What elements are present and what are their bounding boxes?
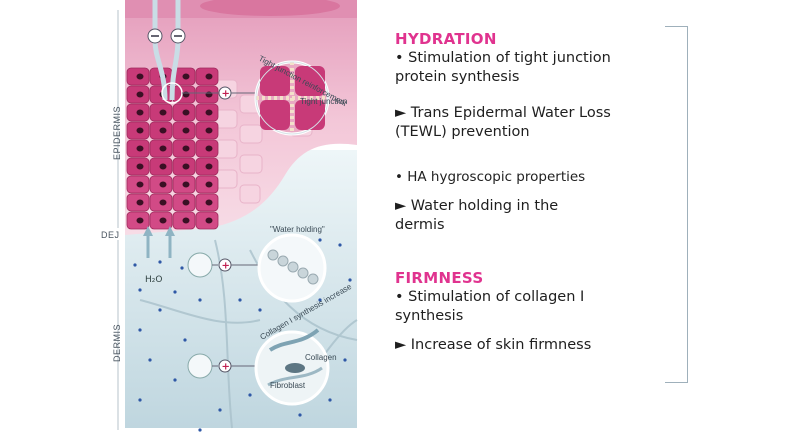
water-molecule-dot xyxy=(138,398,142,402)
hydration-line: protein synthesis xyxy=(395,69,520,85)
svg-text:+: + xyxy=(222,89,230,100)
hydration-line: • HA hygroscopic properties xyxy=(395,169,586,185)
cell-nucleus xyxy=(136,109,144,116)
hydration-line: ► Trans Epidermal Water Loss xyxy=(395,105,611,121)
cell-nucleus xyxy=(182,127,190,134)
cell-nucleus xyxy=(205,145,213,152)
water-arrows xyxy=(146,232,172,258)
collagen-zoom xyxy=(254,328,330,406)
water-molecule-dot xyxy=(148,358,152,362)
water-molecule-dot xyxy=(158,308,162,312)
cell-nucleus xyxy=(159,163,167,170)
h2o-label: H₂O xyxy=(145,275,162,285)
cell-nucleus xyxy=(205,199,213,206)
cell-nucleus xyxy=(205,217,213,224)
water-molecule-dot xyxy=(198,428,202,432)
cell-nucleus xyxy=(136,217,144,224)
water-molecule-dots xyxy=(133,238,352,432)
cell-nucleus xyxy=(136,127,144,134)
cell-nucleus xyxy=(205,73,213,80)
water-molecule-dot xyxy=(173,378,177,382)
water-molecule-dot xyxy=(238,298,242,302)
svg-text:+: + xyxy=(222,261,230,272)
cell-nucleus xyxy=(205,109,213,116)
svg-text:+: + xyxy=(222,362,230,373)
dermal-fibers xyxy=(139,239,358,429)
firmness-line: synthesis xyxy=(395,308,464,324)
water-molecule-dot xyxy=(180,266,184,270)
water-molecule-dot xyxy=(328,398,332,402)
water-molecule-dot xyxy=(343,358,347,362)
water-molecule-dot xyxy=(138,328,142,332)
benefits-bracket xyxy=(665,26,688,383)
cell-nucleus xyxy=(159,199,167,206)
water-molecule-dot xyxy=(318,238,322,242)
cell-nucleus xyxy=(159,109,167,116)
cell-nucleus xyxy=(136,91,144,98)
hydration-heading: HYDRATION xyxy=(395,30,497,48)
water-molecule-dot xyxy=(298,413,302,417)
tight-junction-label: Tight junction xyxy=(300,97,347,106)
water-molecule-dot xyxy=(318,298,322,302)
cell-nucleus xyxy=(136,181,144,188)
cell-nucleus xyxy=(205,163,213,170)
cell-nucleus xyxy=(159,181,167,188)
water-molecule-dot xyxy=(133,263,137,267)
hydration-line: ► Water holding in the xyxy=(395,198,559,214)
water-molecule-dot xyxy=(138,288,142,292)
cell-nucleus xyxy=(205,127,213,134)
water-molecule-dot xyxy=(338,243,342,247)
cell-nucleus xyxy=(205,91,213,98)
cell-nucleus xyxy=(159,145,167,152)
cell-nucleus xyxy=(182,109,190,116)
water-molecule-dot xyxy=(183,338,187,342)
cell-nucleus xyxy=(182,217,190,224)
tight-junction-zoom xyxy=(254,60,330,136)
cell-nucleus xyxy=(136,199,144,206)
cell-nucleus xyxy=(182,181,190,188)
water-holding-zoom xyxy=(257,233,327,303)
cell-nucleus xyxy=(182,163,190,170)
keratinocyte-grid xyxy=(126,67,219,230)
water-holding-marker xyxy=(187,252,213,278)
hydration-line: • Stimulation of tight junction xyxy=(395,50,611,66)
epidermis-label: EPIDERMIS xyxy=(112,105,122,160)
skin-cross-section-illustration: + Tight junction reinforcement Tight jun… xyxy=(117,0,358,432)
water-molecule-dot xyxy=(198,298,202,302)
water-molecule-dot xyxy=(348,278,352,282)
hydration-line: (TEWL) prevention xyxy=(395,124,530,140)
firmness-line: ► Increase of skin firmness xyxy=(395,337,592,353)
collagen-label: Collagen xyxy=(305,353,337,362)
water-molecule-dot xyxy=(258,308,262,312)
water-molecule-dot xyxy=(248,393,252,397)
cell-nucleus xyxy=(136,73,144,80)
water-molecule-dot xyxy=(173,290,177,294)
cell-nucleus xyxy=(159,127,167,134)
fibroblast-label: Fibroblast xyxy=(270,381,306,390)
cell-nucleus xyxy=(182,145,190,152)
collagen-marker xyxy=(187,353,213,379)
cell-nucleus xyxy=(136,163,144,170)
cell-nucleus xyxy=(159,217,167,224)
dej-label: DEJ xyxy=(101,230,120,240)
cell-nucleus xyxy=(182,199,190,206)
water-molecule-dot xyxy=(158,260,162,264)
water-molecule-dot xyxy=(218,408,222,412)
hydration-line: dermis xyxy=(395,217,445,233)
water-holding-label: "Water holding" xyxy=(270,225,325,234)
dermis-label: DERMIS xyxy=(112,323,122,362)
cell-nucleus xyxy=(182,73,190,80)
surface-bulge xyxy=(200,0,340,16)
firmness-line: • Stimulation of collagen I xyxy=(395,289,585,305)
firmness-heading: FIRMNESS xyxy=(395,269,484,287)
cell-nucleus xyxy=(205,181,213,188)
cell-nucleus xyxy=(182,91,190,98)
benefits-panel: HYDRATION • Stimulation of tight junctio… xyxy=(395,30,665,355)
cell-nucleus xyxy=(136,145,144,152)
